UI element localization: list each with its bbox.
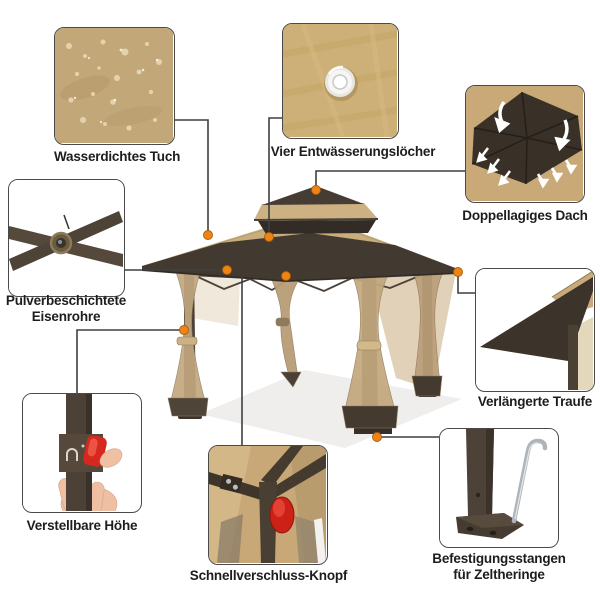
label-quick-release: Schnellverschluss-Knopf: [189, 568, 348, 583]
dot-powder-coated-tubes: [222, 265, 232, 275]
label-powder-coated-tubes: Pulverbeschichtete Eisenrohre: [5, 293, 127, 324]
ground-shadow: [200, 370, 462, 448]
stake-rods-photo: [439, 428, 559, 548]
dot-drainage-holes: [264, 232, 274, 242]
connector-dots: [179, 185, 463, 442]
line-double-roof: [315, 170, 465, 187]
connector-lines: [76, 117, 475, 445]
label-stake-rods: Befestigungsstangen für Zeltheringe: [432, 551, 566, 582]
dot-stake-rods: [372, 432, 382, 442]
line-extended-eaves: [457, 276, 475, 294]
extended-eaves-photo: [475, 268, 595, 392]
adjustable-height-photo: [22, 393, 142, 513]
dot-extended-eaves: [453, 267, 463, 277]
powder-coated-tubes-photo: [8, 179, 125, 297]
line-drainage-holes: [268, 117, 282, 233]
dot-double-roof: [311, 185, 321, 195]
gazebo-top-tier: [253, 186, 379, 234]
double-roof-photo: [465, 85, 585, 203]
drainage-hole-photo: [282, 23, 399, 139]
dot-quick-release: [281, 271, 291, 281]
dot-waterproof-fabric: [203, 230, 213, 240]
label-drainage-holes: Vier Entwässerungslöcher: [270, 144, 436, 159]
quick-release-photo: [208, 445, 328, 565]
line-adjustable-height: [76, 329, 184, 393]
label-adjustable-height: Verstellbare Höhe: [26, 518, 138, 533]
label-double-roof: Doppellagiges Dach: [462, 208, 588, 223]
label-extended-eaves: Verlängerte Traufe: [477, 394, 593, 409]
mesh-curtains: [167, 271, 443, 429]
dot-adjustable-height: [179, 325, 189, 335]
waterproof-fabric-photo: [54, 27, 175, 145]
mesh-wall-left: [190, 276, 240, 326]
label-waterproof-fabric: Wasserdichtes Tuch: [54, 149, 181, 164]
line-waterproof-fabric: [175, 119, 209, 231]
